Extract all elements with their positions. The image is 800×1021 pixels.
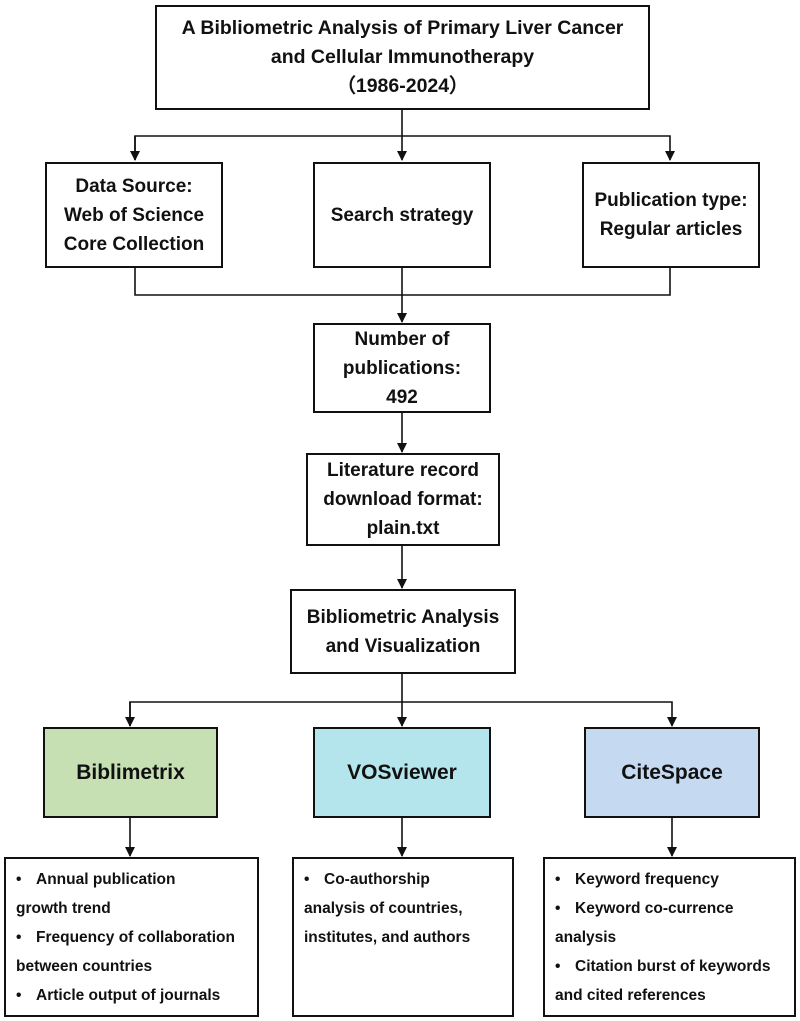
list-item: •Citation burst of keywords and cited re…: [555, 958, 771, 1004]
publication-type-line-2: Regular articles: [599, 219, 743, 240]
vosviewer-tool-label: VOSviewer: [347, 761, 457, 784]
title-line-1: A Bibliometric Analysis of Primary Liver…: [181, 17, 624, 39]
vosviewer-tool-box: VOSviewer: [313, 727, 491, 818]
publication-type-line-1: Publication type:: [594, 190, 748, 211]
title-line-3: （1986-2024）: [336, 75, 469, 97]
search-strategy-box: Search strategy: [313, 162, 491, 268]
analysis-box: Bibliometric Analysis and Visualization: [290, 589, 516, 674]
list-item: •Frequency of collaboration between coun…: [16, 929, 235, 975]
publication-type-box: Publication type: Regular articles: [582, 162, 760, 268]
list-item: •Co-authorship analysis of countries, in…: [304, 871, 471, 946]
publications-line-1: Number of: [354, 328, 450, 350]
list-item: •Keyword co-currence analysis: [555, 900, 734, 946]
publications-count-box: Number of publications: 492: [313, 323, 491, 413]
title-box: A Bibliometric Analysis of Primary Liver…: [155, 5, 650, 110]
citespace-tool-label: CiteSpace: [621, 761, 723, 784]
data-source-line-1: Data Source:: [75, 175, 193, 197]
list-item: •Keyword frequency: [555, 871, 719, 888]
download-format-line-1: Literature record: [326, 460, 480, 481]
citespace-tool-box: CiteSpace: [584, 727, 760, 818]
analysis-line-1: Bibliometric Analysis: [306, 606, 500, 628]
analysis-line-2: and Visualization: [325, 635, 481, 657]
data-source-line-3: Core Collection: [63, 233, 205, 255]
title-line-2: and Cellular Immunotherapy: [270, 46, 535, 68]
data-source-line-2: Web of Science: [63, 204, 205, 226]
search-strategy-label: Search strategy: [330, 204, 474, 226]
biblimetrix-tool-label: Biblimetrix: [76, 761, 185, 784]
list-item: •Annual publication growth trend: [16, 871, 176, 917]
download-format-value: plain.txt: [366, 518, 440, 539]
biblimetrix-tool-box: Biblimetrix: [43, 727, 218, 818]
publications-line-2: publications:: [342, 357, 462, 379]
download-format-box: Literature record download format: plain…: [306, 453, 500, 546]
data-source-box: Data Source: Web of Science Core Collect…: [45, 162, 223, 268]
biblimetrix-outputs: •Annual publication growth trend •Freque…: [4, 857, 259, 1017]
download-format-line-2: download format:: [323, 489, 483, 510]
publications-count: 492: [386, 386, 418, 408]
citespace-outputs: •Keyword frequency •Keyword co-currence …: [543, 857, 796, 1017]
vosviewer-outputs: •Co-authorship analysis of countries, in…: [292, 857, 514, 1017]
list-item: •Article output of journals: [16, 987, 221, 1004]
